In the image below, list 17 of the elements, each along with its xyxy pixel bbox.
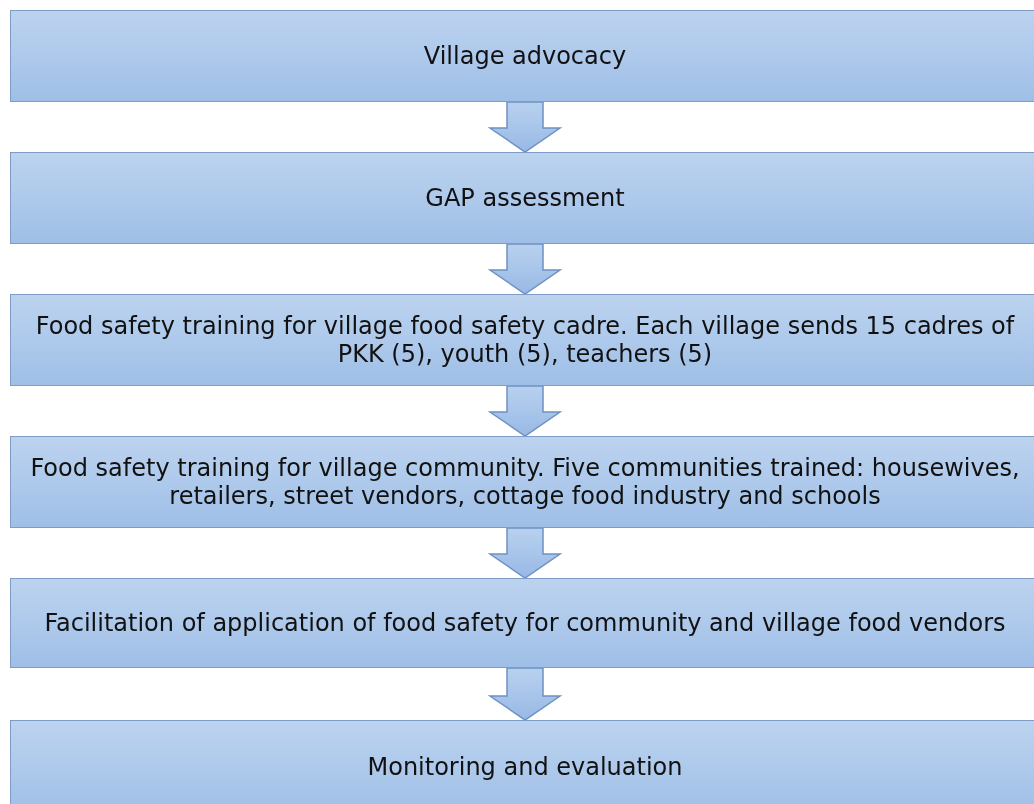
step-text: Food safety training for village community. Five communities trained: housewives, retailers, street vendors, cottage food industry and schools	[29, 453, 1021, 511]
process-box	[10, 436, 1034, 528]
down-arrow	[487, 527, 563, 579]
down-arrow	[487, 101, 563, 153]
down-arrow	[487, 385, 563, 437]
step-text: Monitoring and evaluation	[367, 753, 683, 782]
process-box	[10, 10, 1034, 102]
process-box	[10, 152, 1034, 244]
step-text: Food safety training for village food safety cadre. Each village sends 15 cadres of PKK (5), youth (5), teachers (5)	[34, 311, 1016, 369]
process-box	[10, 720, 1034, 804]
process-box	[10, 578, 1034, 668]
step-text: Village advocacy	[423, 41, 627, 71]
process-box	[10, 294, 1034, 386]
down-arrow	[487, 667, 563, 721]
down-arrow	[487, 243, 563, 295]
step-text: Facilitation of application of food safety for community and village food vendors	[44, 608, 1006, 638]
step-text: GAP assessment	[425, 183, 625, 213]
